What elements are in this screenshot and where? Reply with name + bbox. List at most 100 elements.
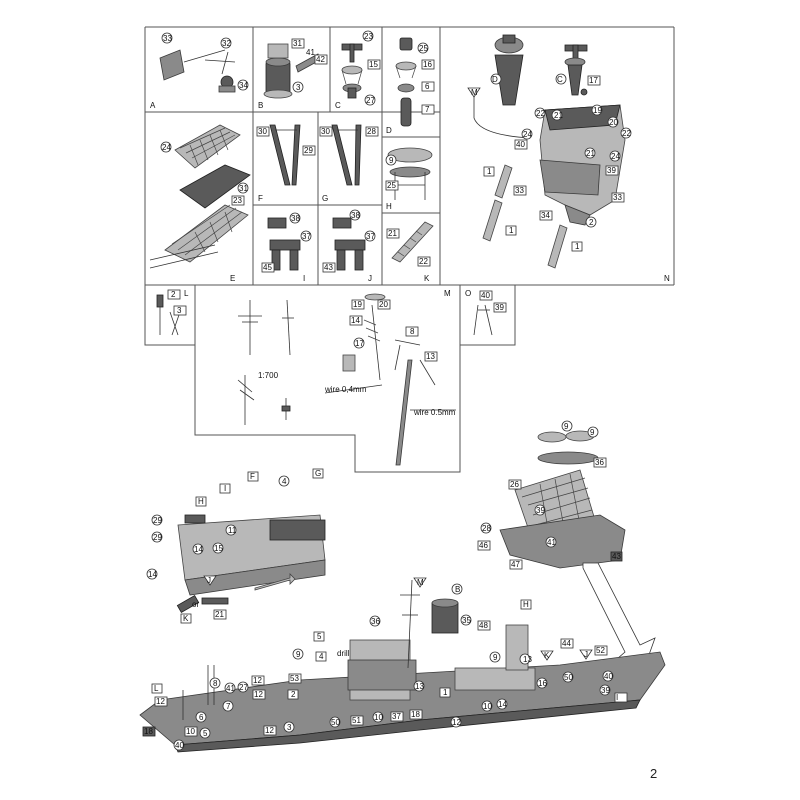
callout-label: I — [616, 693, 618, 702]
panel-c-letter: C — [335, 101, 341, 110]
callout-label: 40 — [175, 741, 184, 750]
callout-label: 12 — [254, 690, 263, 699]
callout-label: 36 — [371, 617, 380, 626]
callout-label: 28 — [482, 524, 491, 533]
callout-label: 15 — [369, 60, 378, 69]
panel-a-letter: A — [150, 101, 156, 110]
callout-label: 25 — [387, 181, 396, 190]
callout-label: 28 — [367, 127, 376, 136]
callout-label: 41 — [226, 684, 235, 693]
callout-label: 29 — [304, 146, 313, 155]
callout-label: 39 — [607, 166, 616, 175]
callout-label: B — [455, 585, 460, 594]
callout-label: 14 — [148, 570, 157, 579]
callout-label: 3 — [296, 83, 301, 92]
callout-label: M — [417, 578, 424, 587]
callout-label: 38 — [291, 214, 300, 223]
callout-label: M — [471, 88, 478, 97]
panel-k-parts: 21 22 — [386, 221, 434, 267]
callout-label: 50 — [331, 718, 340, 727]
callout-label: 24 — [162, 143, 171, 152]
panel-m-letter: M — [444, 289, 451, 298]
panel-b-letter: B — [258, 101, 263, 110]
panel-n-parts: D C 17 M 22 21 19 20 24 40 — [467, 34, 631, 269]
callout-label: 9 — [590, 428, 595, 437]
callout-label: 34 — [239, 81, 248, 90]
panel-d-parts: 25 16 6 7 — [395, 37, 435, 127]
callout-label: 21 — [215, 610, 224, 619]
callout-label: 16 — [538, 679, 547, 688]
callout-label: 46 — [479, 541, 488, 550]
callout-label: 2 — [171, 290, 176, 299]
panel-l-letter: L — [184, 289, 189, 298]
callout-label: 26 — [510, 480, 519, 489]
callout-label: 4 — [282, 477, 287, 486]
callout-label: 8 — [410, 327, 415, 336]
callout-label: 18 — [411, 710, 420, 719]
callout-label: 30 — [321, 127, 330, 136]
callout-label: 7 — [425, 105, 430, 114]
callout — [161, 32, 173, 44]
callout-label: 40 — [516, 140, 525, 149]
callout-label: 14 — [351, 316, 360, 325]
callout-label: 19 — [593, 106, 602, 115]
callout-label: 5 — [203, 729, 208, 738]
stern-detail: H I F 4 G 29 29 11 14 15 14 J or K 21 — [146, 468, 326, 624]
callout-label: 33 — [515, 186, 524, 195]
callout-label: 31 — [293, 39, 302, 48]
callout-label: 1 — [443, 688, 448, 697]
panel-o-parts: 40 39 — [473, 290, 507, 336]
callout-label: 4 — [319, 652, 324, 661]
callout-label: 51 — [352, 716, 361, 725]
panel-d-letter: D — [386, 126, 392, 135]
callout-label: 3 — [287, 723, 292, 732]
page-number: 2 — [650, 766, 657, 781]
hull-callouts: 18 40 12 10 6 5 7 9 27 12 53 2 13 12 3 5… — [142, 577, 628, 751]
callout-label: 9 — [296, 650, 301, 659]
callout-label: 21 — [586, 149, 595, 158]
callout-label: 37 — [392, 712, 401, 721]
callout-label: 2 — [291, 690, 296, 699]
callout-label: 21 — [388, 229, 397, 238]
wire-small-note: wire 0,4mm — [324, 385, 367, 394]
callout-label: H — [523, 600, 529, 609]
callout-label: 34 — [541, 211, 550, 220]
callout-label: 15 — [214, 544, 223, 553]
panel-ij-parts: 38 37 45 38 37 43 — [261, 209, 375, 273]
callout-label: 10 — [374, 713, 383, 722]
callout-label: 38 — [351, 211, 360, 220]
panel-f-letter: F — [258, 194, 263, 203]
callout-label: 36 — [595, 458, 604, 467]
callout-label: 22 — [536, 109, 545, 118]
callout-label: 21 — [554, 111, 563, 120]
callout-label: 10 — [186, 727, 195, 736]
panel-g-letter: G — [322, 194, 328, 203]
callout-label: 10 — [483, 702, 492, 711]
callout-label: 27 — [366, 96, 375, 105]
scale-note: 1:700 — [258, 371, 279, 380]
callout-label: I — [224, 484, 226, 493]
callout-label: 42 — [316, 55, 325, 64]
callout-label: 12 — [156, 697, 165, 706]
callout-label: 25 — [419, 44, 428, 53]
panel-fg-parts: 30 29 30 28 — [256, 124, 379, 186]
callout-label: 6 — [425, 82, 430, 91]
callout-label: 29 — [153, 516, 162, 525]
callout-label: 20 — [379, 300, 388, 309]
callout-label: 33 — [163, 34, 172, 43]
callout-label: 37 — [302, 232, 311, 241]
top-grid — [144, 26, 675, 473]
callout-label: 1 — [509, 226, 514, 235]
callout-label: 41 — [547, 538, 556, 547]
callout-label: F — [250, 472, 255, 481]
callout-label: 43 — [324, 263, 333, 272]
callout-label: 40 — [604, 672, 613, 681]
callout-label: 13 — [426, 352, 435, 361]
callout-label: H — [198, 497, 204, 506]
callout-label: 13 — [415, 682, 424, 691]
callout-label: J — [207, 576, 211, 585]
panel-m-parts: 1:700 19 20 14 8 17 13 wire 0,4mm wire 0… — [237, 293, 456, 466]
callout-label: 9 — [389, 156, 394, 165]
callout-label: 44 — [562, 639, 571, 648]
